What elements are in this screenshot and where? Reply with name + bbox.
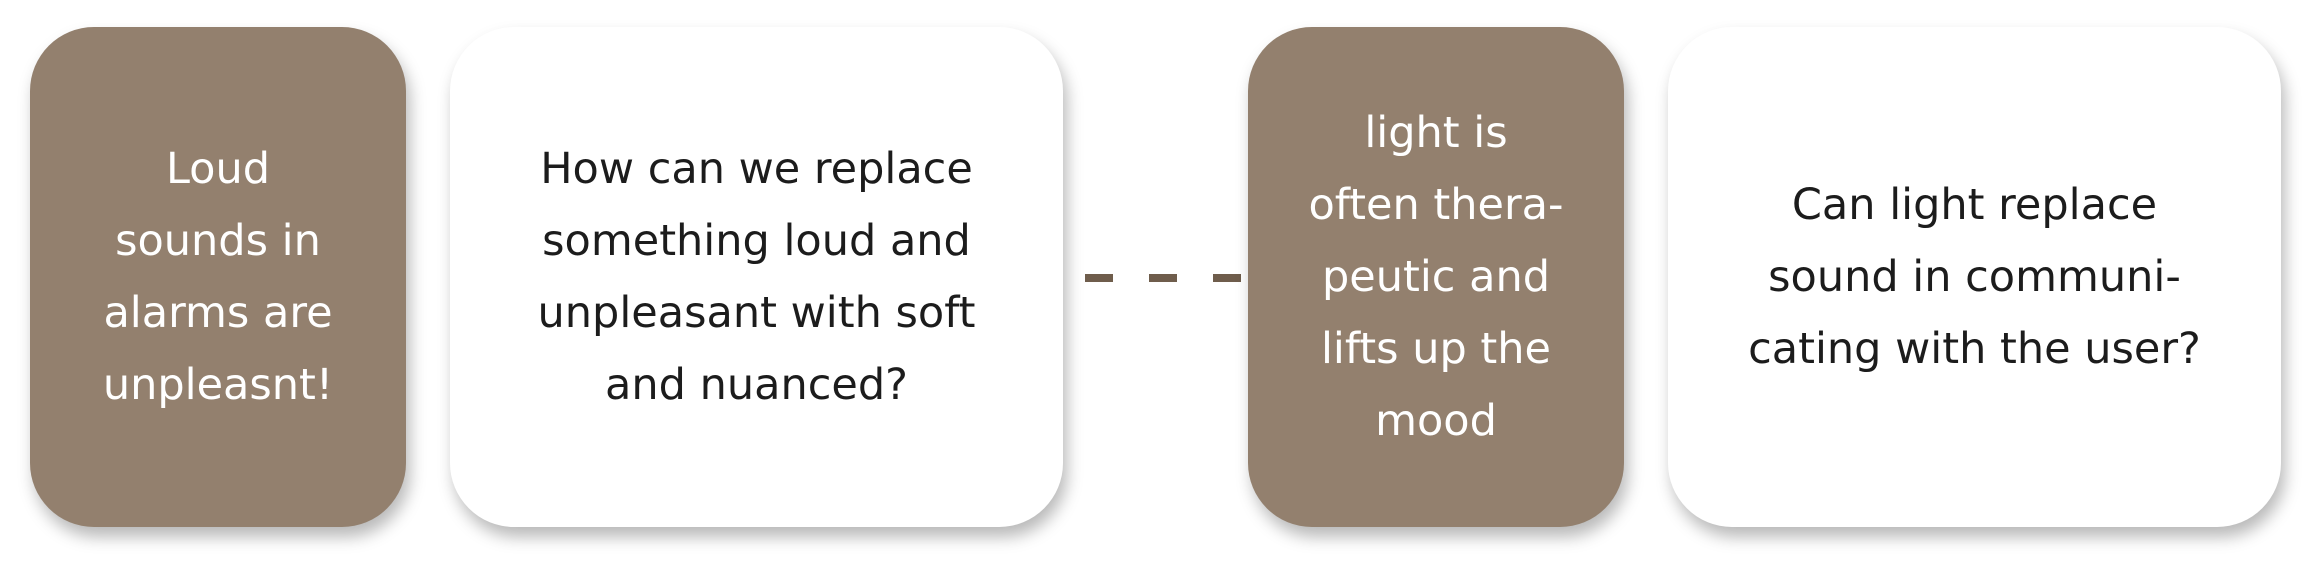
problem-text: Loud sounds in alarms are unpleasnt!: [102, 144, 334, 410]
question-text: How can we replace something loud and un…: [537, 144, 976, 410]
problem-card: Loud sounds in alarms are unpleasnt!: [30, 27, 406, 527]
dashed-connector: [1085, 274, 1241, 282]
insight-text: light is often thera- peutic and lifts u…: [1308, 108, 1564, 446]
hypothesis-card: Can light replace sound in communi- cati…: [1668, 27, 2281, 527]
insight-card: light is often thera- peutic and lifts u…: [1248, 27, 1624, 527]
question-card: How can we replace something loud and un…: [450, 27, 1063, 527]
hypothesis-text: Can light replace sound in communi- cati…: [1748, 180, 2201, 374]
